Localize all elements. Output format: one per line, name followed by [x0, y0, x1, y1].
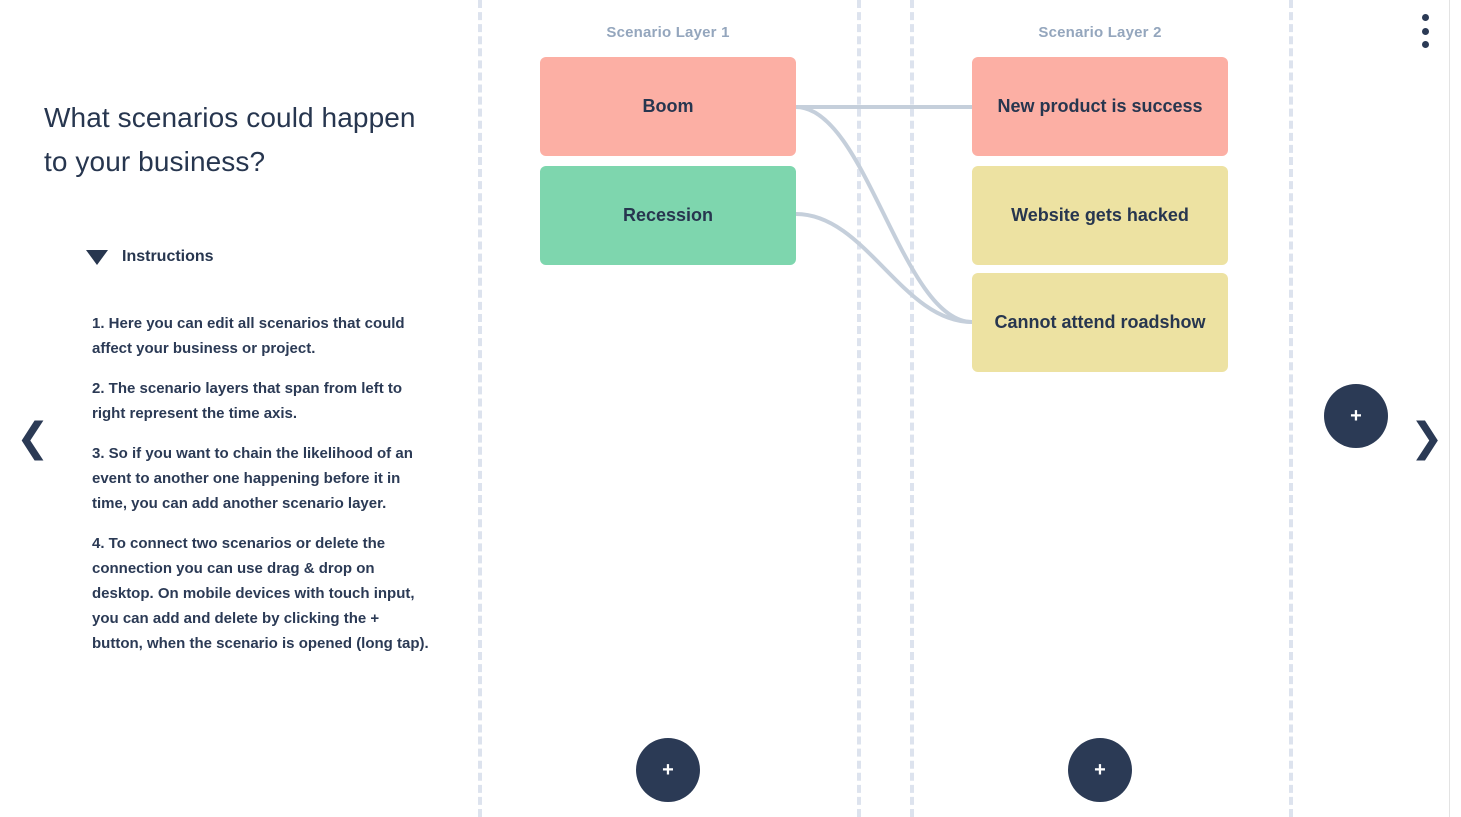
instructions-list: 1. Here you can edit all scenarios that …: [92, 296, 432, 671]
connector-recession-to-roadshow: [794, 212, 974, 324]
instruction-item: 2. The scenario layers that span from le…: [92, 380, 403, 422]
column-divider: [910, 0, 914, 817]
scenario-card-boom[interactable]: Boom: [540, 57, 796, 156]
scenario-card-label: Cannot attend roadshow: [994, 312, 1206, 332]
scenario-card-label: Website gets hacked: [1011, 205, 1189, 225]
caret-down-icon: [86, 249, 108, 265]
scenario-card-new-product-is-success[interactable]: New product is success: [972, 57, 1228, 156]
column-divider: [1289, 0, 1293, 817]
kebab-dot: [1421, 27, 1429, 35]
add-scenario-layer-2-button[interactable]: +: [1068, 738, 1132, 802]
instruction-item: 1. Here you can edit all scenarios that …: [92, 315, 405, 357]
kebab-dot: [1421, 41, 1429, 48]
column-divider: [478, 0, 482, 817]
add-scenario-layer-1-button[interactable]: +: [636, 738, 700, 802]
scenario-card-recession[interactable]: Recession: [540, 166, 796, 265]
scenario-canvas: Scenario Layer 1 Boom Recession + Scenar…: [470, 0, 1461, 817]
instruction-item: 3. So if you want to chain the likelihoo…: [92, 445, 413, 512]
instruction-item: 4. To connect two scenarios or delete th…: [92, 535, 429, 652]
canvas-right-rule: [1449, 0, 1450, 817]
instructions-label: Instructions: [122, 248, 214, 265]
next-step-arrow[interactable]: ❯: [1410, 415, 1444, 461]
previous-step-arrow[interactable]: ❮: [16, 415, 50, 461]
add-layer-button[interactable]: +: [1324, 384, 1388, 448]
connector-boom-to-roadshow: [794, 105, 974, 324]
kebab-menu-icon[interactable]: [1417, 12, 1433, 50]
kebab-dot: [1421, 14, 1429, 21]
info-panel: What scenarios could happen to your busi…: [0, 0, 470, 817]
instructions-toggle[interactable]: Instructions: [86, 248, 214, 266]
scenario-card-website-gets-hacked[interactable]: Website gets hacked: [972, 166, 1228, 265]
page-title: What scenarios could happen to your busi…: [44, 102, 416, 177]
scenario-card-cannot-attend-roadshow[interactable]: Cannot attend roadshow: [972, 273, 1228, 372]
layer-header-2: Scenario Layer 2: [1038, 24, 1162, 41]
column-divider: [857, 0, 861, 817]
scenario-card-label: New product is success: [997, 96, 1203, 116]
layer-header-1: Scenario Layer 1: [606, 24, 730, 41]
scenario-card-label: Recession: [622, 205, 714, 225]
scenario-card-label: Boom: [642, 96, 694, 116]
